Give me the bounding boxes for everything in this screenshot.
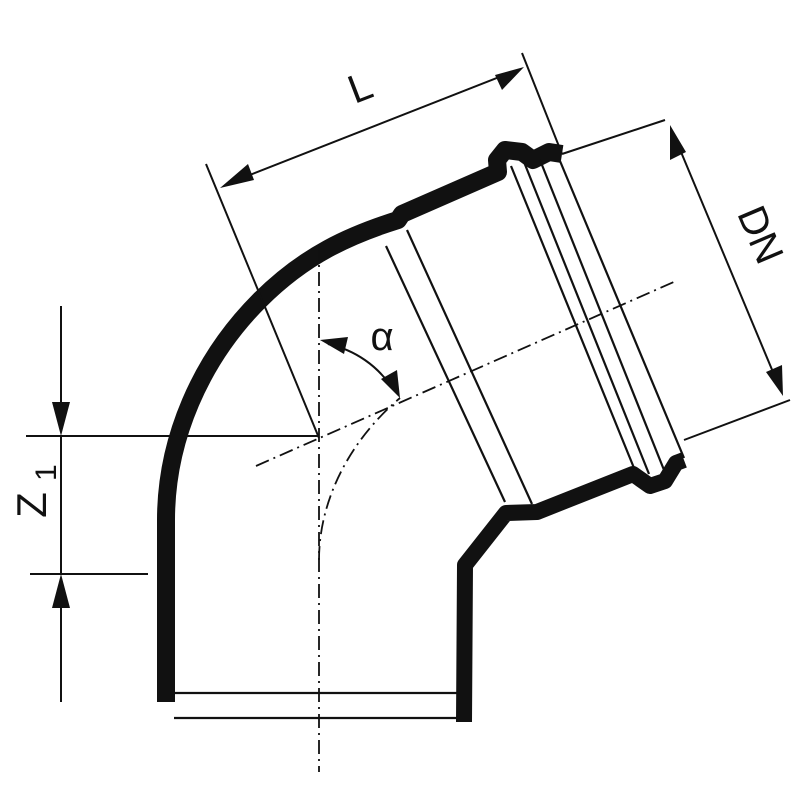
- seal-line-4: [558, 160, 686, 459]
- bend-arc-centerline: [318, 397, 401, 561]
- dimension-angle: [320, 337, 400, 398]
- angle-arrow-right: [381, 370, 400, 398]
- diameter-arrow-bottom: [766, 365, 783, 396]
- socket-ring-1: [385, 245, 506, 503]
- offset-arrow-top: [52, 402, 70, 436]
- diameter-label: DN: [728, 200, 791, 270]
- length-dimension-line: [231, 71, 513, 183]
- length-label: L: [342, 63, 379, 112]
- diameter-arrow-top: [670, 125, 686, 160]
- offset-label-main: Z: [8, 492, 55, 518]
- socket-ring-2: [405, 229, 534, 505]
- inner-wall: [456, 452, 687, 723]
- offset-arrow-bottom: [52, 574, 70, 608]
- centerlines: [255, 246, 677, 772]
- diameter-extension-top: [561, 119, 666, 155]
- diameter-extension-bottom: [683, 399, 791, 441]
- pipe-details: [174, 159, 686, 720]
- dimension-offset: [26, 306, 319, 702]
- seal-line-3: [538, 159, 666, 471]
- length-arrow-left: [220, 164, 254, 188]
- seal-line-2: [522, 161, 651, 475]
- length-extension-left: [205, 163, 320, 439]
- diameter-dimension-line: [675, 139, 779, 385]
- offset-label-subscript: 1: [30, 464, 63, 481]
- seal-line-1: [509, 165, 636, 469]
- outer-wall: [157, 141, 564, 702]
- angle-arrow-left: [320, 337, 348, 354]
- length-extension-right: [521, 52, 563, 155]
- offset-label: Z 1: [8, 464, 63, 518]
- angle-label: α: [370, 315, 393, 359]
- length-arrow-right: [495, 67, 524, 90]
- dimension-diameter: [561, 119, 791, 441]
- pipe-body: [157, 141, 687, 723]
- dimension-length: [205, 52, 563, 439]
